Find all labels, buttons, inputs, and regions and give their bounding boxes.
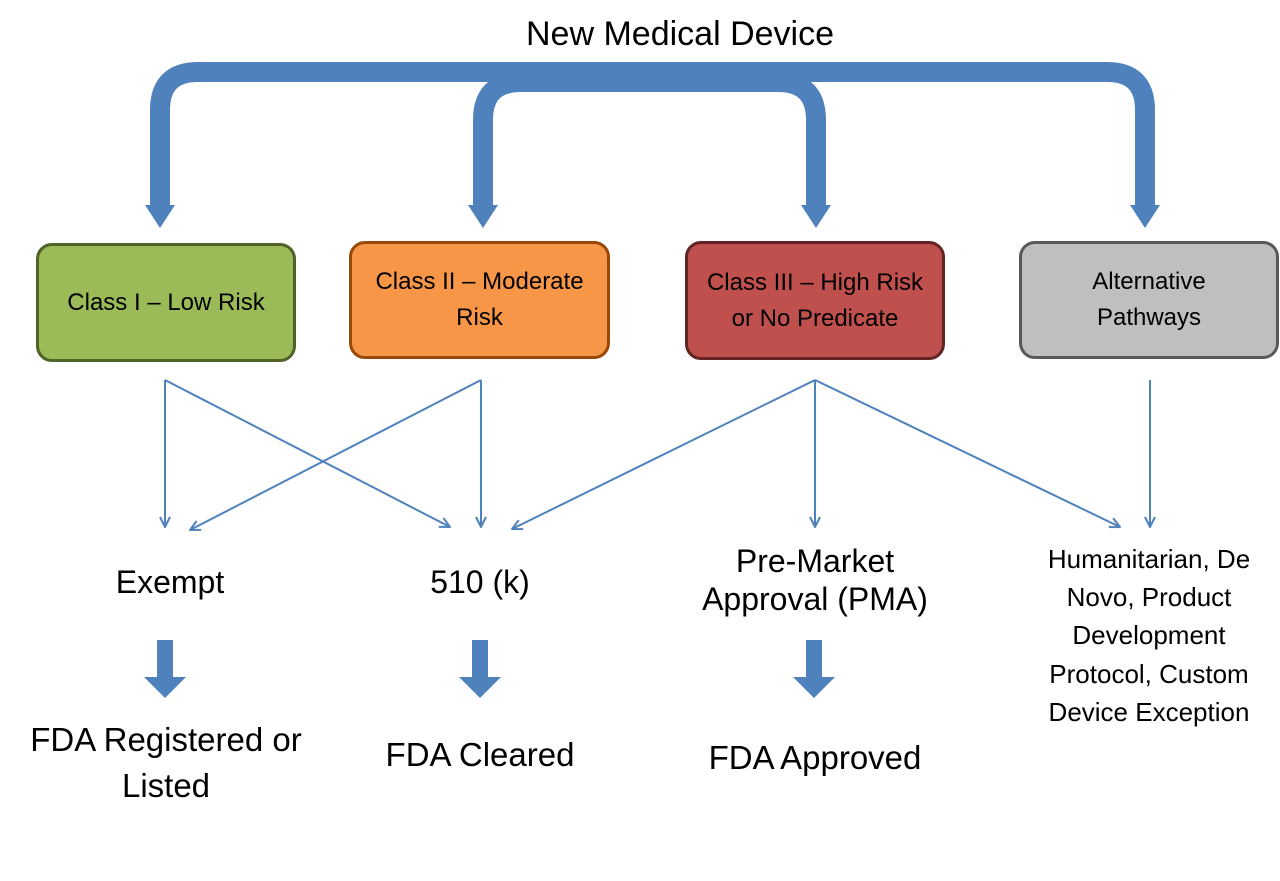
connector-class1-510k <box>164 379 450 527</box>
arrowhead-class-1 <box>145 205 175 228</box>
arrowhead-class-3 <box>801 205 831 228</box>
class-3-box: Class III – High Risk or No Predicate <box>685 241 945 360</box>
bracket-arrowheads <box>145 205 1160 228</box>
connector-class3-510k <box>512 379 816 529</box>
top-bracket-arrows <box>150 62 1155 205</box>
result-arrows <box>144 640 835 698</box>
thick-down-arrow-icon <box>793 640 835 698</box>
class-2-box: Class II – Moderate Risk <box>349 241 610 359</box>
thick-down-arrow-icon <box>459 640 501 698</box>
arrowhead-alternative <box>1130 205 1160 228</box>
arrowhead-class-2 <box>468 205 498 228</box>
connector-class2-exempt <box>190 379 482 530</box>
pathway-pma: Pre-Market Approval (PMA) <box>702 543 928 618</box>
result-approved: FDA Approved <box>708 739 922 776</box>
pathway-exempt: Exempt <box>115 564 225 600</box>
thick-down-arrow-icon <box>144 640 186 698</box>
pathway-510k: 510 (k) <box>430 564 530 600</box>
class-3-label: Class III – High Risk or No Predicate <box>706 268 924 332</box>
bracket-inner <box>473 72 826 205</box>
class-1-label: Class I – Low Risk <box>67 288 265 316</box>
result-registered: FDA Registered or Listed <box>30 721 302 805</box>
alternative-pathways-label: Alternative Pathways <box>1092 268 1206 331</box>
alternative-pathways-box: Alternative Pathways <box>1019 241 1279 359</box>
diagram-title: New Medical Device <box>526 15 834 53</box>
result-cleared: FDA Cleared <box>385 736 575 773</box>
class-1-box: Class I – Low Risk <box>36 243 296 362</box>
class-2-label: Class II – Moderate Risk <box>375 268 584 331</box>
thin-connectors <box>164 379 1150 530</box>
pathway-humanitarian: Humanitarian, De Novo, Product Developme… <box>1047 544 1251 727</box>
connector-class3-humanitarian <box>814 379 1120 527</box>
